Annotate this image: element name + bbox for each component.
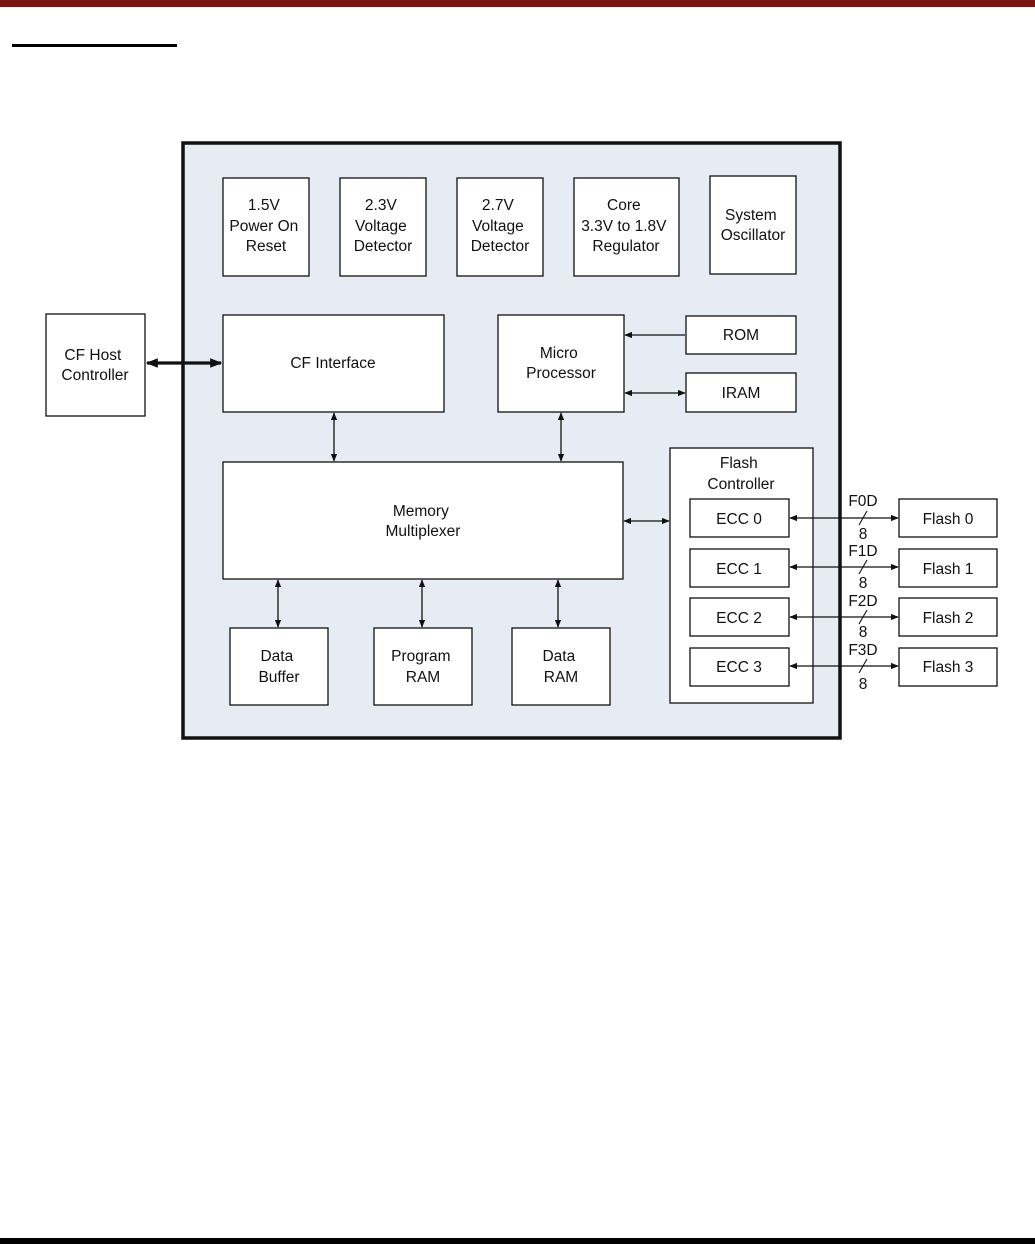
ecc-2-label: ECC 2 xyxy=(716,610,762,627)
ecc-1-block xyxy=(689,548,790,588)
oscillator-label: System Oscillator xyxy=(721,207,786,244)
flash-0-label: Flash 0 xyxy=(923,511,974,528)
voltage-detector-27-label: 2.7V Voltage Detector xyxy=(471,197,530,255)
channel-0: ECC 0 Flash 0 F0D 8 xyxy=(689,493,998,543)
flash-3-block xyxy=(898,647,998,687)
ecc-0-label: ECC 0 xyxy=(716,511,762,528)
header-rule xyxy=(0,0,1035,7)
cf-interface-block xyxy=(222,314,445,413)
bus-1-width: 8 xyxy=(859,575,868,592)
rom-block xyxy=(685,315,797,355)
por-block xyxy=(222,177,310,277)
flash-2-block xyxy=(898,597,998,637)
data-buffer-block xyxy=(229,627,329,706)
flash-3-label: Flash 3 xyxy=(923,659,974,676)
flash-0-block xyxy=(898,498,998,538)
bus-2-label: F2D xyxy=(848,593,877,610)
ecc-0-block xyxy=(689,498,790,538)
cf-host-controller-block xyxy=(45,313,146,417)
program-ram-label: Program RAM xyxy=(391,648,455,686)
program-ram-block xyxy=(373,627,473,706)
flash-1-label: Flash 1 xyxy=(923,561,974,578)
bus-width-slash-1 xyxy=(858,559,868,575)
voltage-detector-23-block xyxy=(339,177,427,277)
bus-0-label: F0D xyxy=(848,493,877,510)
ecc-2-block xyxy=(689,597,790,637)
por-label: 1.5V Power On Reset xyxy=(229,197,302,255)
iram-block xyxy=(685,372,797,413)
ecc-1-label: ECC 1 xyxy=(716,561,762,578)
micro-processor-block xyxy=(497,314,625,413)
cf-interface-label: CF Interface xyxy=(290,355,375,372)
bus-width-slash-2 xyxy=(858,609,868,625)
flash-2-label: Flash 2 xyxy=(923,610,974,627)
bus-1-label: F1D xyxy=(848,543,877,560)
voltage-detector-27-block xyxy=(456,177,544,277)
bus-3-width: 8 xyxy=(859,676,868,693)
data-ram-label: Data RAM xyxy=(542,648,579,686)
memory-multiplexer-label: Memory Multiplexer xyxy=(386,503,461,540)
oscillator-block xyxy=(709,175,797,275)
ecc-3-label: ECC 3 xyxy=(716,659,762,676)
channel-3: ECC 3 Flash 3 F3D 8 xyxy=(689,642,998,693)
ecc-3-block xyxy=(689,647,790,687)
regulator-block xyxy=(573,177,680,277)
bus-width-slash-3 xyxy=(858,658,868,674)
channel-2: ECC 2 Flash 2 F2D 8 xyxy=(689,593,998,641)
flash-1-block xyxy=(898,548,998,588)
micro-processor-label: Micro Processor xyxy=(526,345,596,382)
bus-2-width: 8 xyxy=(859,624,868,641)
cf-host-controller-label: CF Host Controller xyxy=(61,347,128,384)
memory-multiplexer-block xyxy=(222,461,624,580)
data-ram-block xyxy=(511,627,611,706)
channel-1: ECC 1 Flash 1 F1D 8 xyxy=(689,543,998,592)
data-buffer-label: Data Buffer xyxy=(258,648,299,686)
iram-label: IRAM xyxy=(722,385,761,402)
flash-controller-label: Flash Controller xyxy=(707,455,774,493)
footer-rule xyxy=(0,1238,1035,1244)
rom-label: ROM xyxy=(723,327,759,344)
heading-underline xyxy=(12,44,177,47)
bus-3-label: F3D xyxy=(848,642,877,659)
bus-width-slash-0 xyxy=(858,510,868,526)
regulator-label: Core 3.3V to 1.8V Regulator xyxy=(581,197,671,255)
voltage-detector-23-label: 2.3V Voltage Detector xyxy=(354,197,413,255)
bus-0-width: 8 xyxy=(859,526,868,543)
